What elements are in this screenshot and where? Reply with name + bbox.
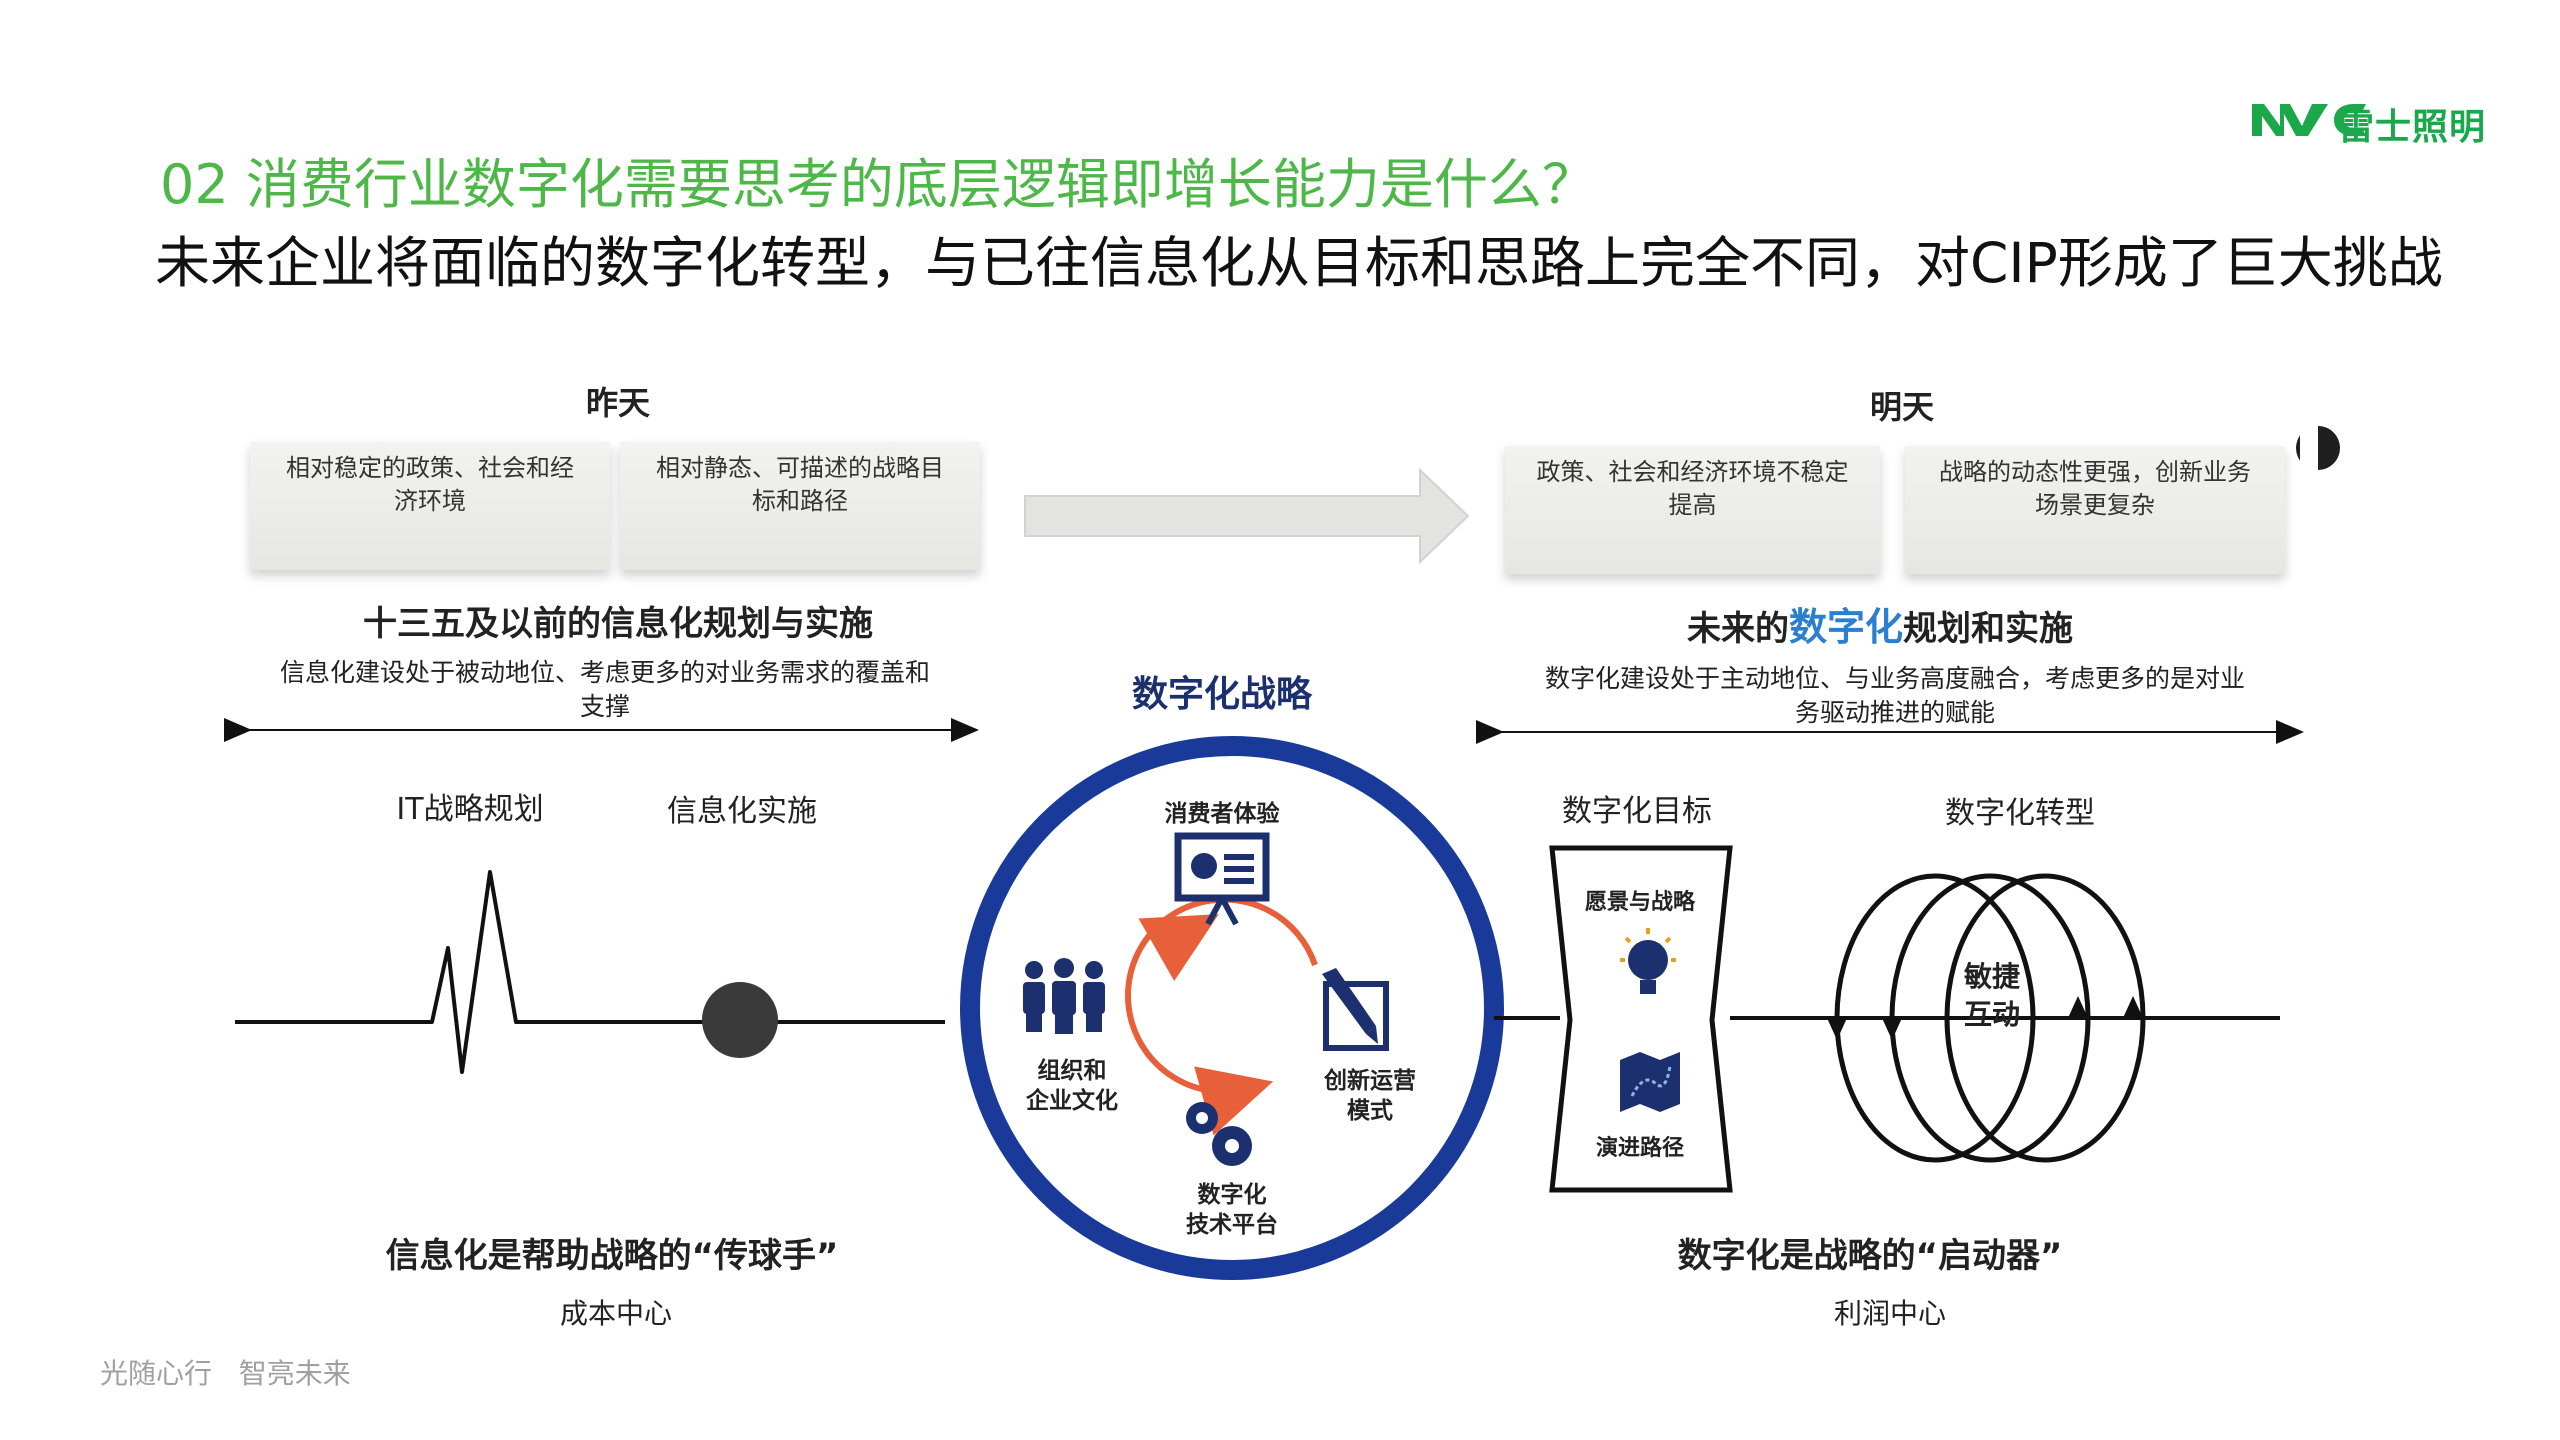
evolution-path-label: 演进路径 bbox=[1595, 1136, 1685, 1161]
box-line: 相对静态、可描述的战略目 bbox=[656, 454, 944, 482]
box-line: 战略的动态性更强，创新业务 bbox=[1939, 458, 2251, 486]
tomorrow-heading: 未来的数字化规划和实施 bbox=[1687, 596, 2073, 651]
nvc-logo-icon bbox=[2252, 104, 2366, 136]
presentation-board-icon bbox=[1174, 832, 1270, 926]
brand-logo-text: 雷士照明 bbox=[2338, 107, 2487, 148]
digital-transform-label: 数字化转型 bbox=[1945, 796, 2095, 831]
innovation-ops-label: 创新运营 模式 bbox=[1324, 1066, 1416, 1126]
gears-icon bbox=[1186, 1102, 1252, 1166]
digital-strategy-circle bbox=[960, 736, 1504, 1280]
yesterday-box-strategy: 相对静态、可描述的战略目 标和路径 bbox=[620, 442, 980, 570]
agile-interaction-label: 敏捷 互动 bbox=[1964, 958, 2020, 1034]
yesterday-bottom-title: 信息化是帮助战略的“传球手” bbox=[385, 1236, 839, 1276]
profit-center-label: 利润中心 bbox=[1833, 1297, 1947, 1330]
tomorrow-box-strategy: 战略的动态性更强，创新业务 场景更复杂 bbox=[1905, 446, 2285, 574]
label-line: 互动 bbox=[1963, 998, 2021, 1031]
roadmap-icon bbox=[1620, 1052, 1680, 1112]
info-implementation-label: 信息化实施 bbox=[667, 794, 817, 829]
org-culture-label: 组织和 企业文化 bbox=[1026, 1056, 1118, 1116]
people-group-icon bbox=[1023, 958, 1105, 1034]
label-line: 数字化 bbox=[1197, 1182, 1267, 1208]
center-title: 数字化战略 bbox=[1131, 674, 1313, 715]
consumer-experience-label: 消费者体验 bbox=[1164, 801, 1280, 827]
transition-arrow-icon bbox=[1024, 467, 1470, 565]
footer-slogan: 光随心行 智亮未来 bbox=[100, 1357, 351, 1390]
box-line: 提高 bbox=[1668, 491, 1717, 519]
pulse-line bbox=[235, 870, 945, 1074]
yesterday-description: 信息化建设处于被动地位、考虑更多的对业务需求的覆盖和 支撑 bbox=[280, 656, 930, 724]
label-line: 组织和 bbox=[1037, 1058, 1107, 1084]
tech-platform-label: 数字化 技术平台 bbox=[1186, 1180, 1278, 1240]
implementation-dot-icon bbox=[702, 982, 778, 1058]
lightbulb-icon bbox=[1620, 928, 1676, 994]
label-line: 技术平台 bbox=[1186, 1212, 1278, 1238]
page-title: 02 消费行业数字化需要思考的底层逻辑即增长能力是什么？ bbox=[160, 153, 1596, 216]
box-line: 场景更复杂 bbox=[2035, 491, 2155, 519]
digital-goal-box bbox=[1549, 845, 1733, 1193]
cost-center-label: 成本中心 bbox=[559, 1297, 673, 1330]
loop-arrow-icon bbox=[1827, 996, 2143, 1040]
heading-part: 规划和实施 bbox=[1903, 609, 2074, 649]
box-line: 政策、社会和经济环境不稳定 bbox=[1536, 458, 1849, 486]
tomorrow-bottom-title: 数字化是战略的“启动器” bbox=[1677, 1236, 2063, 1276]
it-strategy-label: IT战略规划 bbox=[396, 792, 544, 827]
box-line: 标和路径 bbox=[752, 487, 848, 515]
yesterday-box-environment: 相对稳定的政策、社会和经 济环境 bbox=[250, 442, 610, 570]
tomorrow-box-environment: 政策、社会和经济环境不稳定 提高 bbox=[1505, 446, 1880, 574]
label-line: 创新运营 bbox=[1324, 1068, 1416, 1094]
tomorrow-label: 明天 bbox=[1869, 388, 1935, 426]
heading-highlight: 数字化 bbox=[1788, 605, 1904, 649]
heading-part: 未来的 bbox=[1686, 609, 1789, 649]
box-line: 相对稳定的政策、社会和经 bbox=[286, 454, 574, 482]
label-line: 模式 bbox=[1347, 1098, 1393, 1124]
digital-goal-label: 数字化目标 bbox=[1562, 794, 1712, 829]
yesterday-heading: 十三五及以前的信息化规划与实施 bbox=[363, 604, 873, 644]
label-line: 企业文化 bbox=[1026, 1088, 1118, 1114]
page-subtitle: 未来企业将面临的数字化转型，与已往信息化从目标和思路上完全不同，对CIP形成了巨… bbox=[155, 231, 2443, 295]
edit-document-icon bbox=[1322, 968, 1389, 1051]
box-line: 济环境 bbox=[394, 487, 466, 515]
vision-strategy-label: 愿景与战略 bbox=[1584, 890, 1696, 915]
desc-line: 支撑 bbox=[579, 692, 631, 721]
tomorrow-description: 数字化建设处于主动地位、与业务高度融合，考虑更多的是对业 务驱动推进的赋能 bbox=[1545, 662, 2245, 730]
desc-line: 数字化建设处于主动地位、与业务高度融合，考虑更多的是对业 bbox=[1544, 664, 2246, 693]
label-line: 敏捷 bbox=[1963, 960, 2021, 993]
desc-line: 信息化建设处于被动地位、考虑更多的对业务需求的覆盖和 bbox=[279, 658, 931, 687]
yesterday-label: 昨天 bbox=[585, 384, 651, 422]
